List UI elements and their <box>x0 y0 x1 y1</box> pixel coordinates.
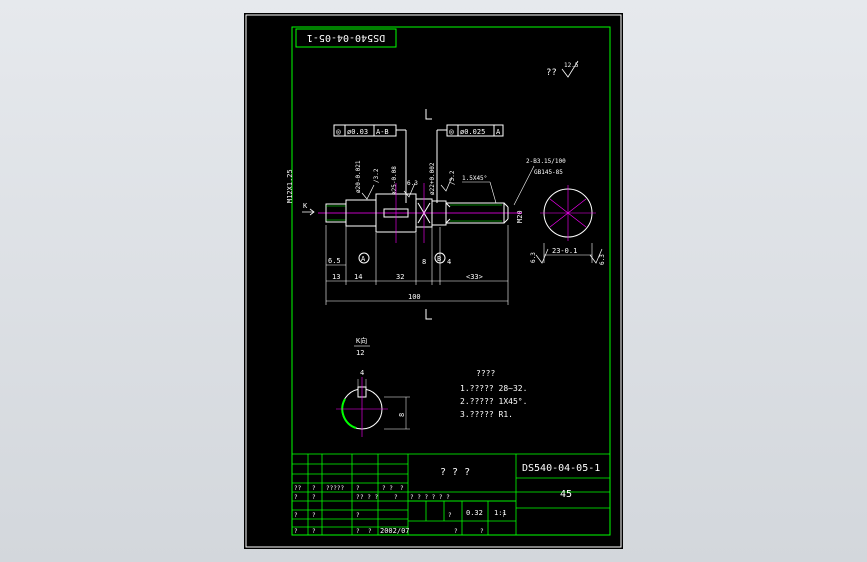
section-rough-right-icon <box>589 248 603 264</box>
tb-r2-c2: ? <box>312 494 316 501</box>
dim-63: 6.3 <box>407 180 418 187</box>
dim-13: 13 <box>332 273 340 281</box>
roughness-mark-3 <box>440 176 453 192</box>
tb-r3-c5: ? <box>502 512 506 519</box>
datum-b-label: B <box>437 255 441 263</box>
tb-r3-c1: ? <box>294 512 298 519</box>
tb-r3-c2: ? <box>312 512 316 519</box>
roughness-mark-1 <box>361 184 375 200</box>
kview-scale: 12 <box>356 349 364 357</box>
tb-r4-c1: ? <box>294 528 298 535</box>
section-mark-bottom <box>425 309 432 320</box>
note-item-2: 2.????? 1X45°. <box>460 397 527 406</box>
part-material: 45 <box>560 489 572 500</box>
part-code: DS540-04-05-1 <box>522 463 600 474</box>
tolerance-frame-left: ◎ ø0.03 A-B <box>333 124 407 203</box>
drawing-svg: DS540-04-05-1 ?? 12.5 ◎ ø0.03 A-B ◎ ø0.0… <box>245 14 622 548</box>
svg-text:A-B: A-B <box>376 128 389 136</box>
kview-title: K向 <box>356 336 367 345</box>
k-arrow-icon <box>302 208 315 216</box>
tb-r3-c3: ? <box>356 512 360 519</box>
outer-border <box>245 14 622 548</box>
dim-d22: ø22+0.002 <box>429 162 436 195</box>
tb-r1-c3: ????? <box>326 485 344 492</box>
note-item-1: 1.????? 28~32. <box>460 384 527 393</box>
tolerance-frame-right: ◎ ø0.025 A <box>436 124 504 203</box>
dim-32: 32 <box>396 273 404 281</box>
svg-text:A: A <box>496 128 501 136</box>
dim-r32-a: /3.2 <box>373 168 380 183</box>
kview-dim-4: 4 <box>360 369 364 377</box>
code-upside-down: DS540-04-05-1 <box>307 32 385 43</box>
tb-r4-c4: ? <box>368 528 372 535</box>
dim-m20: M20 <box>516 210 524 223</box>
part-name: ? ? ? <box>440 467 470 478</box>
dim-d25: ø25-0.08 <box>391 166 398 195</box>
dim-m12: M12X1.25 <box>286 169 294 203</box>
tb-r1-c2: ? <box>312 485 316 492</box>
svg-text:ø0.025: ø0.025 <box>460 128 485 136</box>
datum-a-label: A <box>361 255 366 263</box>
tb-r4-c2: ? <box>312 528 316 535</box>
chamfer-label: 1.5X45° <box>462 175 487 182</box>
part-scale: 0.32 <box>466 509 483 517</box>
roughness-corner-icon <box>561 60 579 78</box>
tb-r1-c5: ? ? <box>382 485 393 492</box>
tb-r2-c4: ? ? ? <box>360 494 378 501</box>
tb-r4-c3: ? <box>356 528 360 535</box>
tb-r4-c6: ? <box>480 528 484 535</box>
dim-4: 4 <box>447 258 451 266</box>
dim-d20: ø20-0.021 <box>355 160 362 193</box>
part-date: 2002/07 <box>380 527 410 535</box>
part-sheet: 1:1 <box>494 509 507 517</box>
roughness-corner-text: ?? <box>546 68 557 78</box>
svg-text:ø0.03: ø0.03 <box>347 128 368 136</box>
section-r-b: 6.3 <box>599 254 606 265</box>
title-block <box>291 453 611 536</box>
note-item-3: 3.????? R1. <box>460 410 513 419</box>
tb-r1-c6: ? <box>400 485 404 492</box>
roughness-mark-2 <box>403 182 416 198</box>
tb-r4-c5: ? <box>454 528 458 535</box>
dim-6-5: 6.5 <box>328 257 341 265</box>
notes-title: ???? <box>476 369 495 378</box>
section-r-a: 6.3 <box>530 252 537 263</box>
svg-text:◎: ◎ <box>449 127 454 136</box>
dim-100: 100 <box>408 293 421 301</box>
tb-r2-c6: ? ? ? ? ? ? <box>410 494 450 501</box>
section-view <box>540 185 596 263</box>
spline-label-2: GB145-85 <box>534 169 563 176</box>
dim-14: 14 <box>354 273 362 281</box>
tb-r2-c3: ? <box>356 494 360 501</box>
tb-r1-c4: ? <box>356 485 360 492</box>
shaft-main-view <box>318 193 522 233</box>
code-box-top <box>295 28 397 48</box>
roughness-corner-value: 12.5 <box>564 62 579 69</box>
drawing-sheet: DS540-04-05-1 ?? 12.5 ◎ ø0.03 A-B ◎ ø0.0… <box>244 13 623 549</box>
datum-a-circle <box>358 252 370 264</box>
k-view <box>336 377 410 437</box>
tb-r3-c4: ? <box>448 512 452 519</box>
tb-r1-c1: ?? <box>294 485 302 492</box>
section-mark-top <box>425 109 432 120</box>
tb-r2-c1: ? <box>294 494 298 501</box>
section-rough-left-icon <box>535 248 549 264</box>
label-k: K <box>303 202 308 210</box>
tb-r2-c5: ? <box>394 494 398 501</box>
dim-r32-b: /3.2 <box>449 170 456 185</box>
section-dim-23: 23-0.1 <box>552 247 577 255</box>
kview-dim-8: 8 <box>398 413 406 417</box>
dimension-lines <box>325 225 509 305</box>
dim-33: <33> <box>466 273 483 281</box>
dim-8: 8 <box>422 258 426 266</box>
svg-text:◎: ◎ <box>336 127 341 136</box>
spline-label-1: 2-B3.15/100 <box>526 158 566 165</box>
